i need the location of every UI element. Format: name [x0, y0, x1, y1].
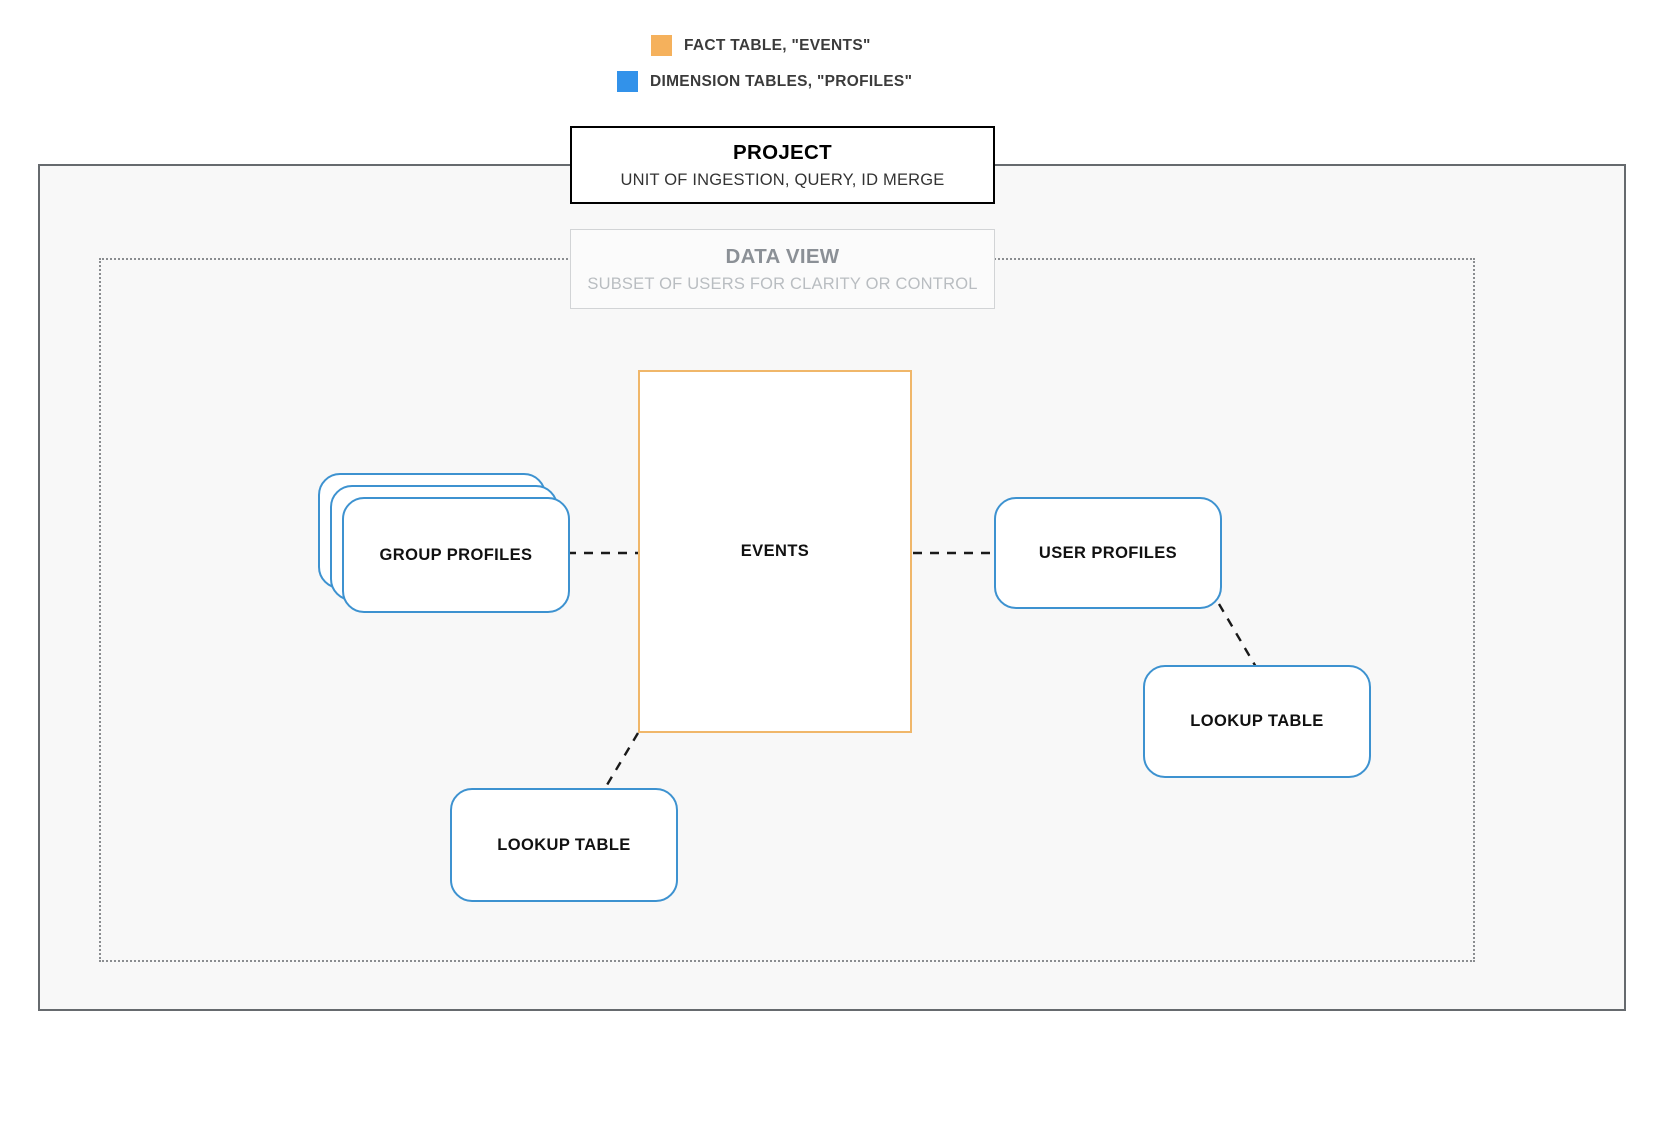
data-view-title: DATA VIEW	[725, 244, 840, 268]
node-label-group-profiles: GROUP PROFILES	[379, 545, 533, 564]
project-subtitle: UNIT OF INGESTION, QUERY, ID MERGE	[620, 170, 945, 189]
fact-table-swatch-icon	[651, 35, 672, 56]
legend-item-fact-table: FACT TABLE, "EVENTS"	[651, 35, 871, 56]
legend-label-fact-table: FACT TABLE, "EVENTS"	[684, 36, 871, 54]
node-user-profiles[interactable]: USER PROFILES	[994, 497, 1222, 609]
legend-label-dimension-tables: DIMENSION TABLES, "PROFILES"	[650, 72, 913, 90]
node-lookup-table-right[interactable]: LOOKUP TABLE	[1143, 665, 1371, 778]
project-header-box: PROJECT UNIT OF INGESTION, QUERY, ID MER…	[570, 126, 995, 204]
node-label-lookup-table-left: LOOKUP TABLE	[497, 835, 631, 854]
dimension-tables-swatch-icon	[617, 71, 638, 92]
legend-item-dimension-tables: DIMENSION TABLES, "PROFILES"	[617, 71, 912, 92]
node-label-events: EVENTS	[740, 542, 810, 560]
group-profiles-stack-card-front[interactable]: GROUP PROFILES	[342, 497, 570, 613]
data-view-header-box: DATA VIEW SUBSET OF USERS FOR CLARITY OR…	[570, 229, 995, 309]
node-events[interactable]: EVENTS	[638, 370, 912, 733]
data-view-subtitle: SUBSET OF USERS FOR CLARITY OR CONTROL	[587, 274, 978, 293]
node-group-profiles[interactable]: GROUP PROFILES	[318, 473, 570, 613]
node-label-lookup-table-right: LOOKUP TABLE	[1190, 712, 1324, 730]
project-title: PROJECT	[733, 140, 832, 164]
node-lookup-table-left[interactable]: LOOKUP TABLE	[450, 788, 678, 902]
node-label-user-profiles: USER PROFILES	[1038, 543, 1178, 562]
